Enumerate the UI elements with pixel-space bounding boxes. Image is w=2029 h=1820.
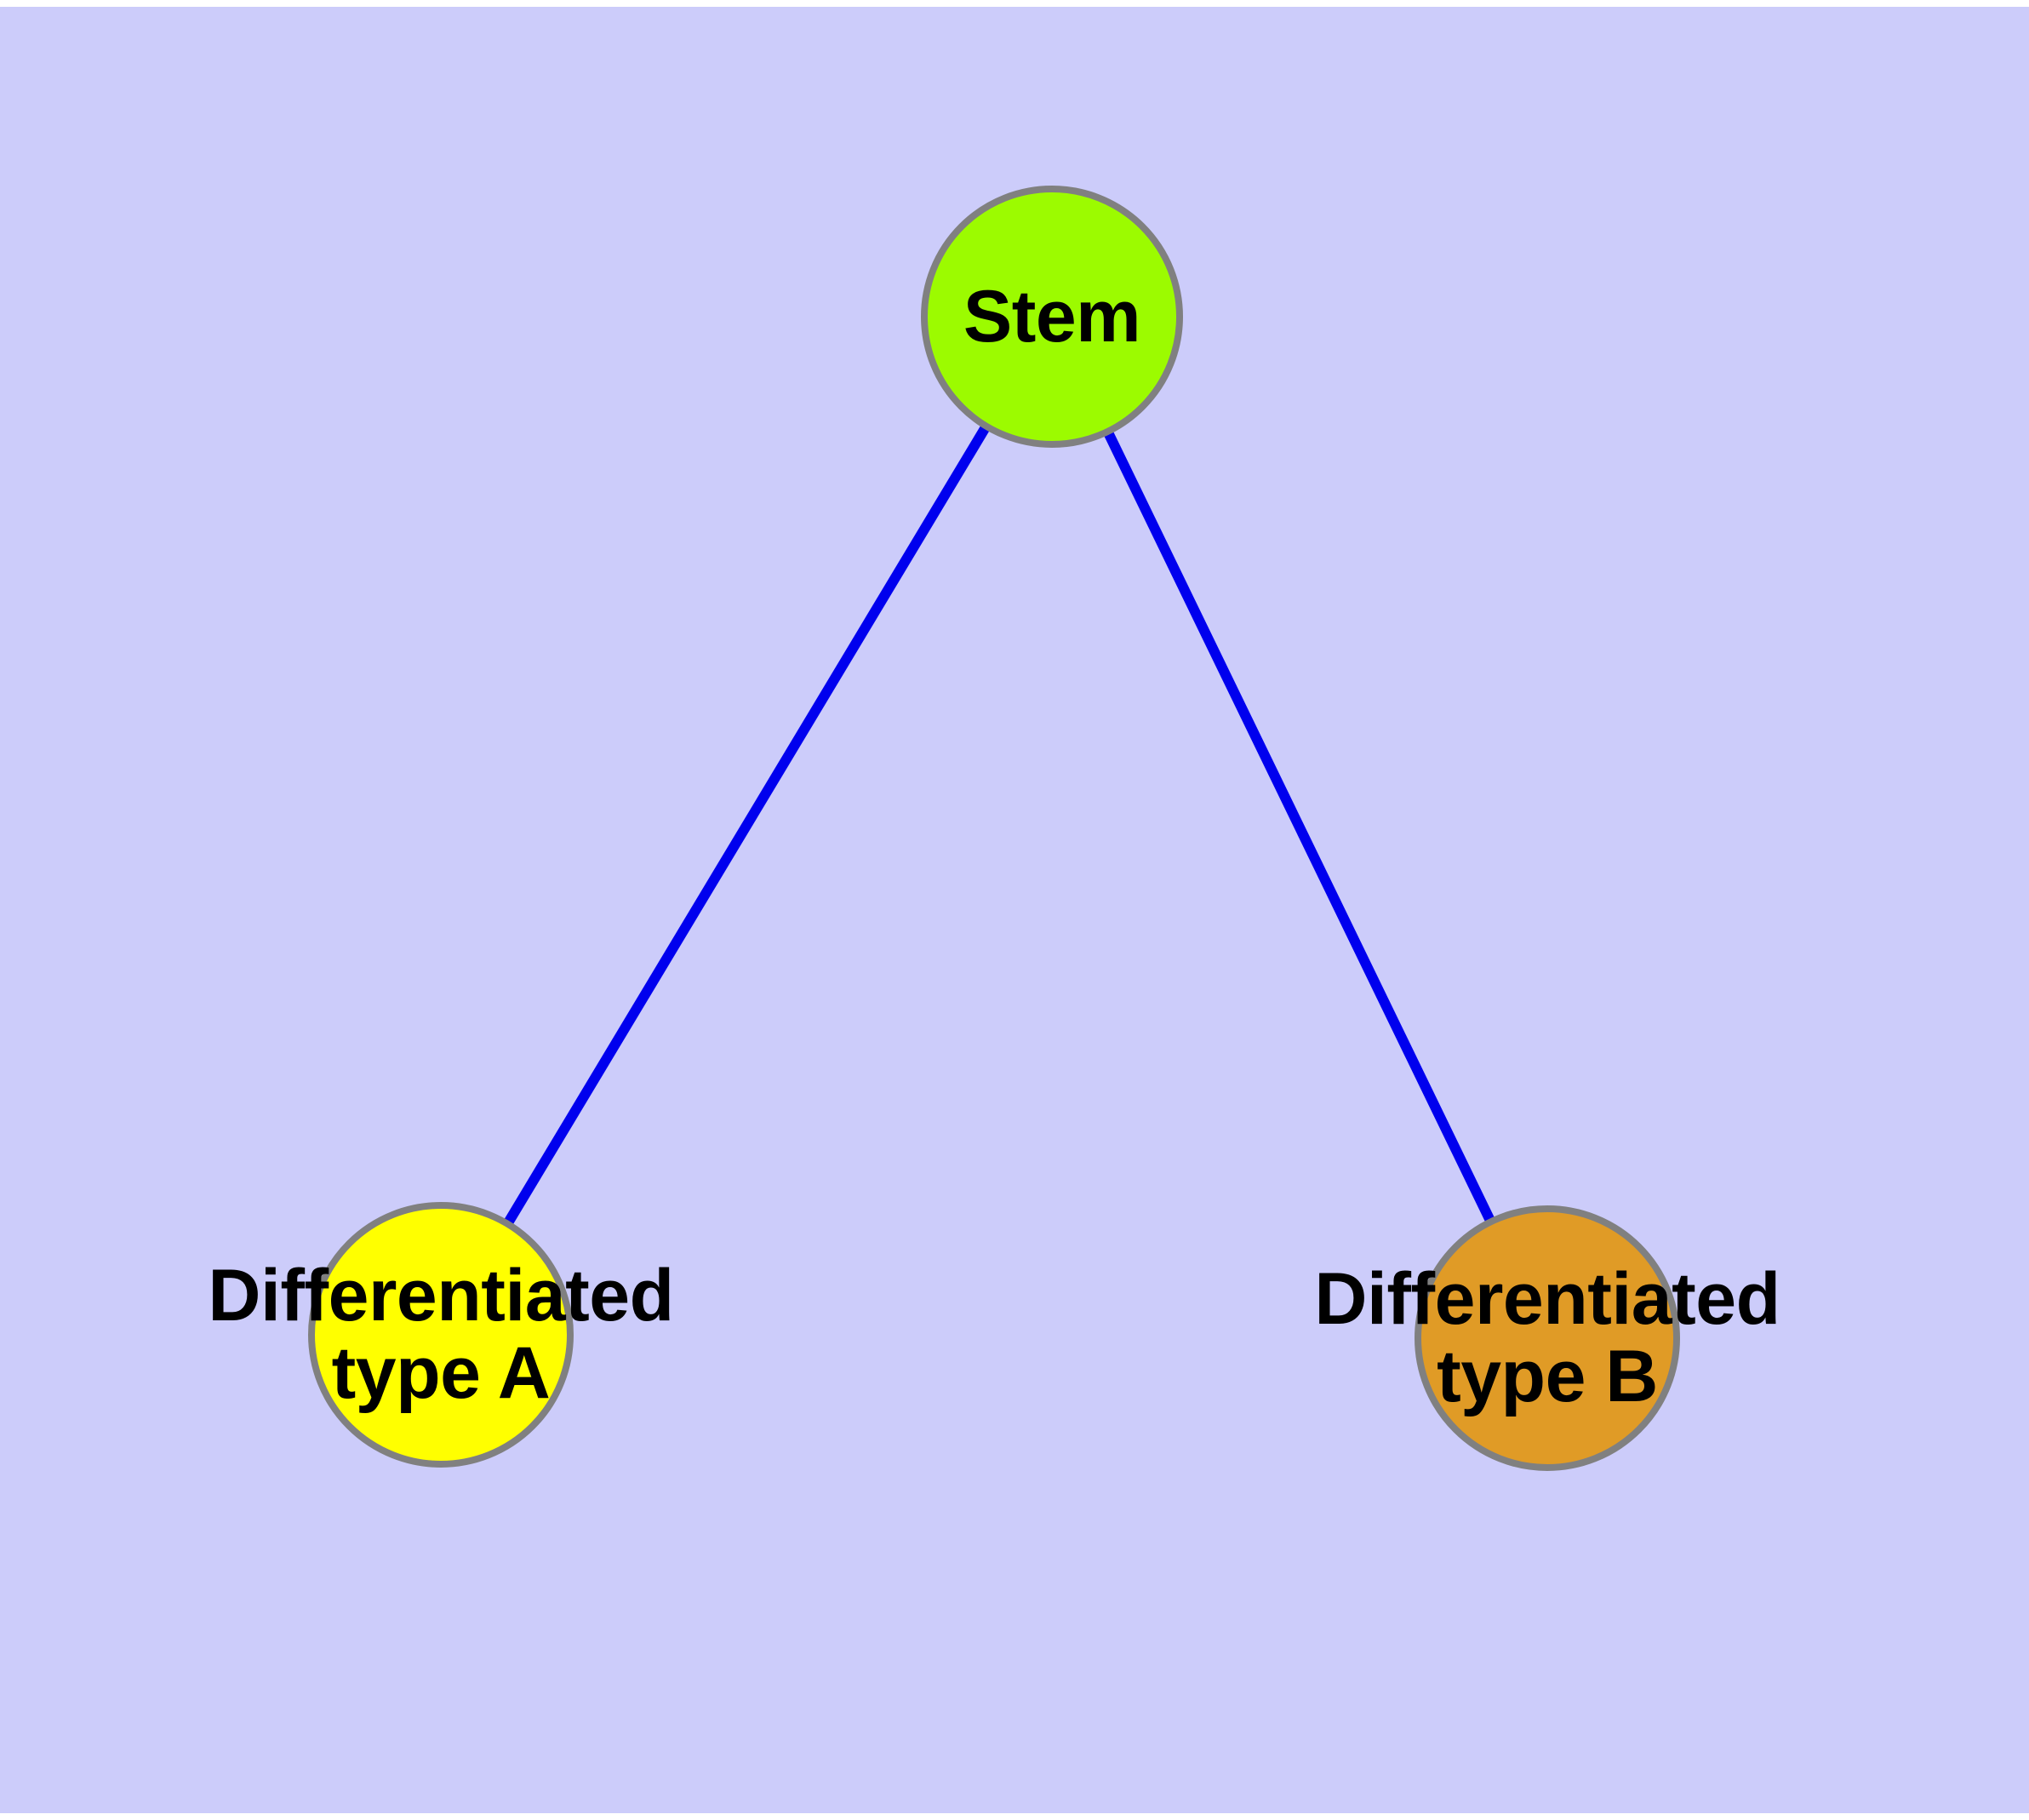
edge-stem-to-differentiated-type-a xyxy=(436,313,1057,1338)
node-differentiated-type-b[interactable] xyxy=(1415,1205,1680,1471)
node-layer xyxy=(308,186,1680,1471)
node-differentiated-type-a[interactable] xyxy=(308,1202,574,1468)
edge-layer xyxy=(436,313,1552,1341)
edge-stem-to-differentiated-type-b xyxy=(1047,314,1552,1341)
node-stem[interactable] xyxy=(921,186,1183,448)
